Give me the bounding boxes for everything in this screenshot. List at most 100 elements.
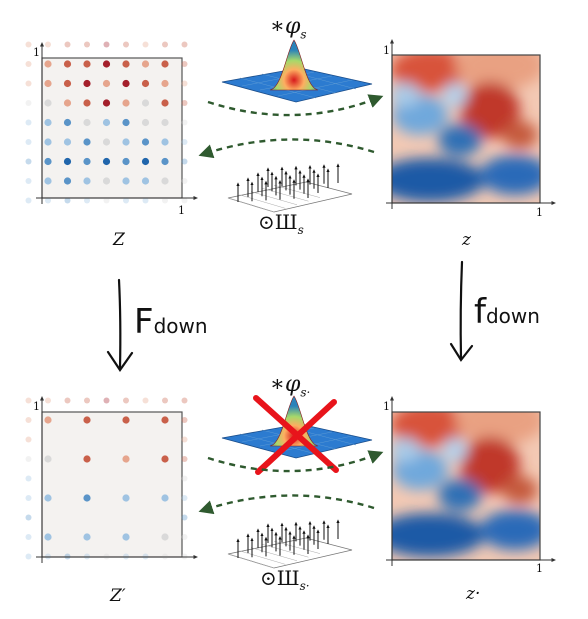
grid-dot xyxy=(63,177,72,185)
grid-dot xyxy=(102,138,111,146)
grid-dot xyxy=(141,177,150,185)
grid-dot xyxy=(83,60,91,68)
grid-dot xyxy=(142,397,149,404)
op-f-down-right: fdown xyxy=(474,292,540,332)
grid-dot xyxy=(161,79,169,88)
grid-dot xyxy=(181,178,188,184)
kernel-cross-out xyxy=(253,395,339,475)
grid-dot xyxy=(25,553,32,560)
grid-Z-panel xyxy=(25,41,188,204)
grid-dot xyxy=(181,436,188,443)
grid-dot xyxy=(63,60,72,68)
grid-dot xyxy=(64,397,71,404)
grid-dot xyxy=(161,177,169,185)
kernel-surface-top xyxy=(221,39,373,103)
grid-dot xyxy=(181,534,188,540)
tick-y-Z: 1 xyxy=(33,46,40,59)
grid-dot xyxy=(44,79,52,88)
grid-dot xyxy=(83,533,91,541)
grid-dot xyxy=(83,118,91,127)
grid-dot xyxy=(162,41,168,48)
grid-dot xyxy=(25,80,32,87)
grid-dot xyxy=(25,417,32,423)
grid-Z-box xyxy=(41,57,183,199)
grid-dot xyxy=(83,455,91,463)
grid-dot xyxy=(25,119,32,126)
grid-dot xyxy=(64,197,71,204)
axes xyxy=(36,39,556,566)
grid-dot xyxy=(123,197,129,204)
grid-dot xyxy=(84,41,90,48)
grid-dot xyxy=(141,79,150,88)
grid-dot xyxy=(25,61,32,67)
tick-y-zprime: 1 xyxy=(383,400,390,413)
grid-dot xyxy=(83,79,91,88)
grid-dot xyxy=(63,157,72,166)
grid-dot xyxy=(44,177,52,185)
grid-dot xyxy=(83,99,91,107)
grid-dot xyxy=(161,157,169,166)
grid-dot xyxy=(141,118,150,127)
grid-dot xyxy=(122,455,130,463)
tick-y-z: 1 xyxy=(383,44,390,57)
grid-dot xyxy=(44,416,52,424)
grid-dot xyxy=(103,197,110,204)
grid-dot xyxy=(181,100,188,106)
dirac-comb-bottom xyxy=(227,519,353,569)
grid-dot xyxy=(44,533,52,541)
grid-dot xyxy=(141,138,150,146)
grid-dot xyxy=(123,41,129,48)
grid-Zprime-panel xyxy=(25,397,188,560)
grid-dot xyxy=(122,118,130,127)
grid-dot xyxy=(161,494,169,502)
grid-dot xyxy=(25,495,32,501)
grid-dot xyxy=(181,197,188,204)
grid-dot xyxy=(181,80,188,87)
grid-dot xyxy=(83,177,91,185)
sampling-label-top: ⊙Шs xyxy=(258,210,304,237)
arrow-field-to-grid-bottom xyxy=(198,494,375,515)
tick-x-zprime: 1 xyxy=(536,562,543,575)
grid-dot xyxy=(44,138,52,146)
grid-dot xyxy=(25,475,32,482)
grid-dot xyxy=(63,118,72,127)
kernel-label-top: ∗φs xyxy=(270,14,307,42)
grid-dot xyxy=(83,157,91,166)
field-z-panel xyxy=(391,54,541,204)
grid-dot xyxy=(63,99,72,107)
sampling-label-bottom: ⊙Шs· xyxy=(260,566,310,593)
tick-y-Zprime: 1 xyxy=(33,400,40,413)
grid-dot xyxy=(123,397,129,404)
grid-dot xyxy=(141,60,150,68)
grid-dot xyxy=(83,138,91,146)
tick-x-Z: 1 xyxy=(178,204,185,217)
grid-dot xyxy=(181,514,188,521)
grid-Zprime-box xyxy=(41,411,183,558)
grid-dot xyxy=(161,118,169,127)
grid-dot xyxy=(181,475,188,482)
grid-dot xyxy=(122,157,130,166)
grid-dot xyxy=(83,416,91,424)
grid-dot xyxy=(141,99,150,107)
grid-dot xyxy=(44,455,52,463)
grid-dot xyxy=(44,494,52,502)
grid-dot xyxy=(181,417,188,423)
field-zprime-label: z· xyxy=(466,584,481,604)
grid-dot xyxy=(161,99,169,107)
grid-dot xyxy=(181,61,188,67)
grid-Zprime-label: Z′ xyxy=(110,586,126,606)
field-zprime-panel xyxy=(391,411,541,561)
grid-dot xyxy=(25,397,32,404)
grid-dot xyxy=(102,177,111,185)
grid-dot xyxy=(84,397,90,404)
grid-dot xyxy=(181,41,188,48)
grid-dot xyxy=(122,60,130,68)
grid-dot xyxy=(25,514,32,521)
grid-dot xyxy=(122,177,130,185)
grid-dot xyxy=(162,197,168,204)
grid-dot xyxy=(122,416,130,424)
grid-dot xyxy=(25,158,32,165)
kernel-label-bottom: ∗φs· xyxy=(270,372,311,400)
grid-dot xyxy=(25,534,32,540)
